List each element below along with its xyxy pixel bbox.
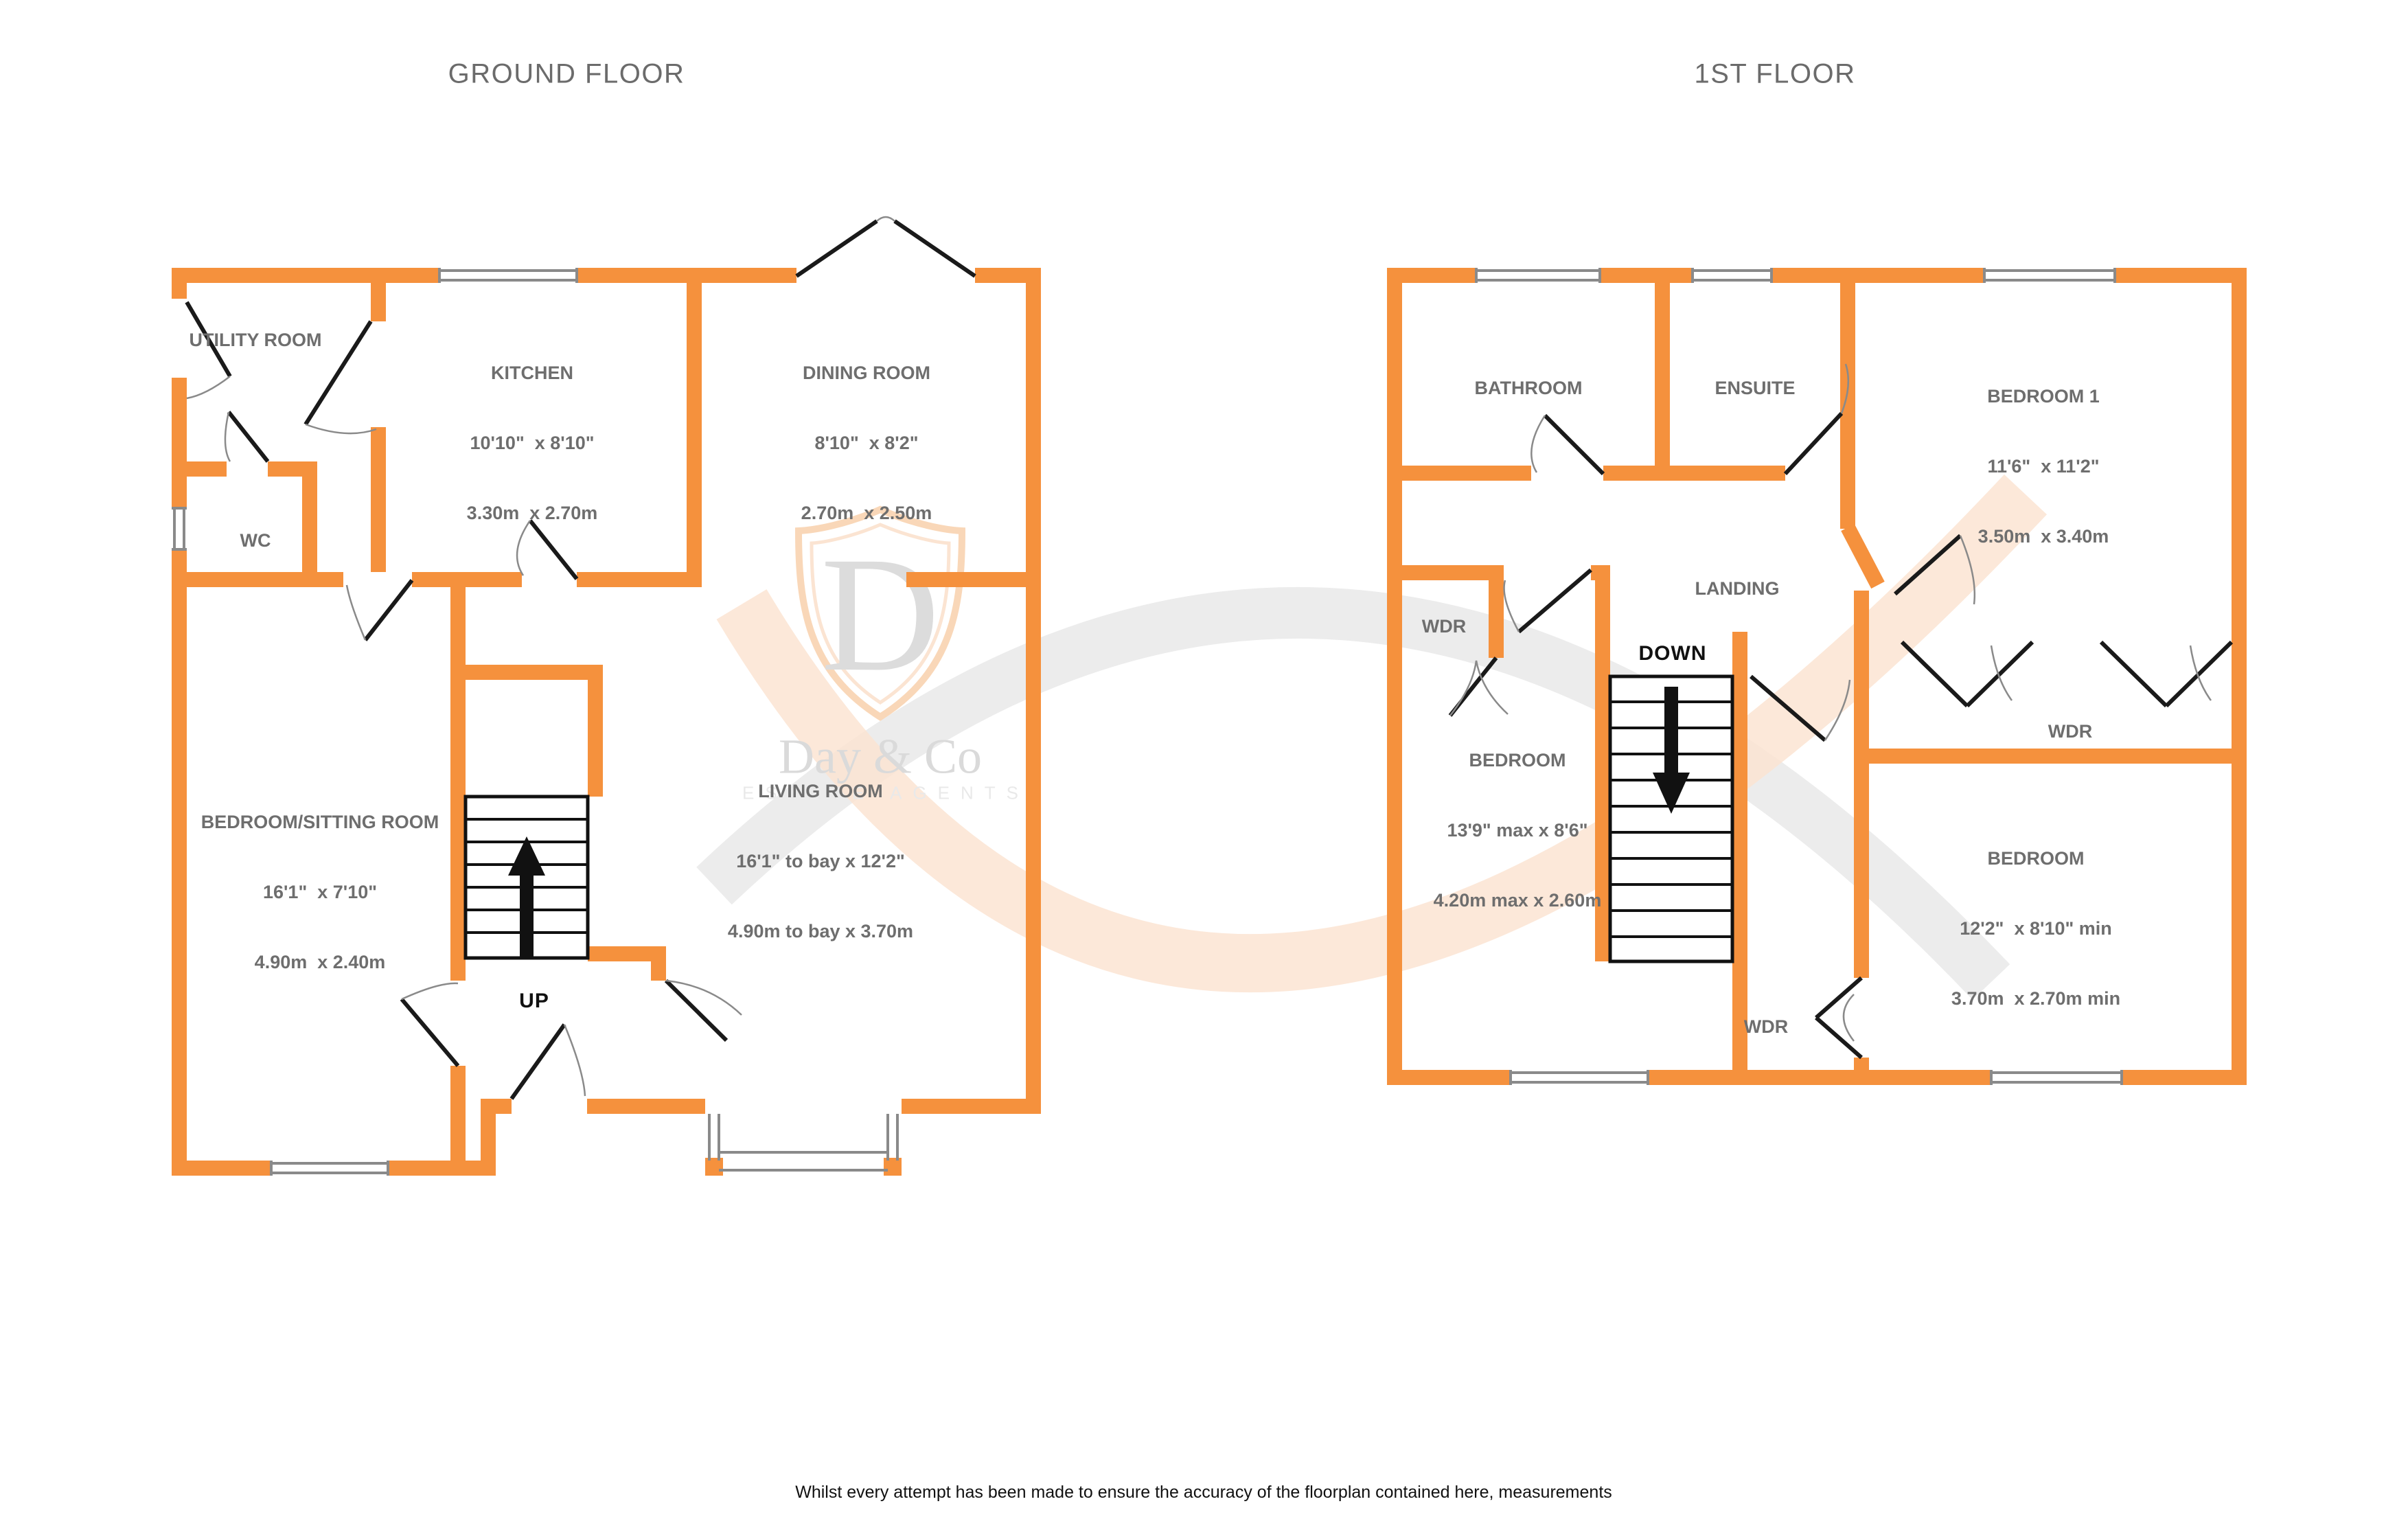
wdr-bottom-bifold-icon [1815,976,1863,1060]
room-label-wc: WC [240,530,271,551]
up-arrow-icon [508,836,545,958]
living-room-door-icon [664,979,742,1042]
wdr-bifold-doors-icon [1900,640,2234,708]
stairs-up-label: UP [519,990,549,1012]
watermark-swoosh-group [696,474,2047,1000]
room-label-bedroom-right: BEDROOM 12'2" x 8'10" min 3.70m x 2.70m … [1951,848,2121,1009]
down-arrow-icon [1653,687,1690,814]
ensuite-window-icon [1691,268,1773,283]
bedroom1-angled-wall [1841,523,1885,589]
room-label-landing: LANDING [1695,578,1780,599]
ground-floor-stairs [463,795,590,960]
room-label-dining: DINING ROOM 8'10" x 8'2" 2.70m x 2.50m [801,363,932,523]
bedroom1-door-icon [1893,534,1976,605]
watermark-tagline: ESTATE AGENTS [742,782,1029,803]
bathroom-window-icon [1475,268,1601,283]
room-label-wdr-top-right: WDR [2048,721,2093,742]
swoosh-orange [716,474,2047,993]
kitchen-window-icon [438,268,578,283]
ground-floor-doors [185,216,976,1100]
bedroom1-window-icon [1983,268,2116,283]
room-label-utility: UTILITY ROOM [189,330,322,350]
utility-inner-door-icon [303,320,377,435]
patio-doors-icon [795,216,976,278]
room-label-wdr-left: WDR [1421,616,1467,637]
ground-floor-windows [172,268,899,1176]
bathroom-door-icon [1530,413,1605,476]
bedroom-sitting-window-icon [270,1161,389,1176]
first-floor-windows [1475,268,2123,1085]
shield-outline-icon [794,505,966,721]
stairs-down-label: DOWN [1638,642,1707,665]
wc-door-icon [224,411,270,463]
utility-exterior-door-icon [185,301,232,400]
first-floor-stairs [1608,674,1734,963]
ensuite-door-icon [1783,363,1850,476]
room-label-bedroom-left: BEDROOM 13'9" max x 8'6" 4.20m max x 2.6… [1433,750,1602,911]
swoosh-gray [696,586,2010,1000]
room-label-bedroom1: BEDROOM 1 11'6" x 11'2" 3.50m x 3.40m [1977,386,2109,547]
first-floor-walls [1387,268,2247,1085]
room-label-living: LIVING ROOM 16'1" to bay x 12'2" 4.90m t… [727,781,914,941]
bedroom-right-window-icon [1990,1070,2123,1085]
bay-window-icon [708,1114,899,1172]
kitchen-door-icon [516,519,579,580]
hall-door-icon [345,579,414,641]
wc-window-icon [172,507,187,551]
room-label-bathroom: BATHROOM [1474,378,1583,398]
watermark-shield-group: D [794,505,966,721]
bedroom-left-door-icon [1503,568,1592,634]
bedroom-left-window-icon [1509,1070,1649,1085]
watermark-monogram: D [821,523,939,705]
wdr-left-doors-icon [1448,656,1509,717]
front-door-icon [509,1023,586,1100]
room-label-wdr-bottom: WDR [1743,1016,1789,1037]
bedroom-right-door-icon [1750,674,1851,742]
first-floor-title: 1ST FLOOR [1694,58,1856,89]
bedroom-sitting-door-icon [400,982,460,1067]
ground-floor-walls [172,268,1041,1176]
watermark-name: Day & Co [779,729,982,784]
room-label-kitchen: KITCHEN 10'10" x 8'10" 3.30m x 2.70m [466,363,598,523]
room-label-ensuite: ENSUITE [1715,378,1796,398]
shield-inner-outline-icon [810,523,951,705]
disclaimer-text: Whilst every attempt has been made to en… [795,1483,1612,1502]
first-floor-doors [1448,363,2234,1060]
ground-floor-title: GROUND FLOOR [448,58,685,89]
room-label-bedroom-sitting: BEDROOM/SITTING ROOM 16'1" x 7'10" 4.90m… [200,812,439,972]
